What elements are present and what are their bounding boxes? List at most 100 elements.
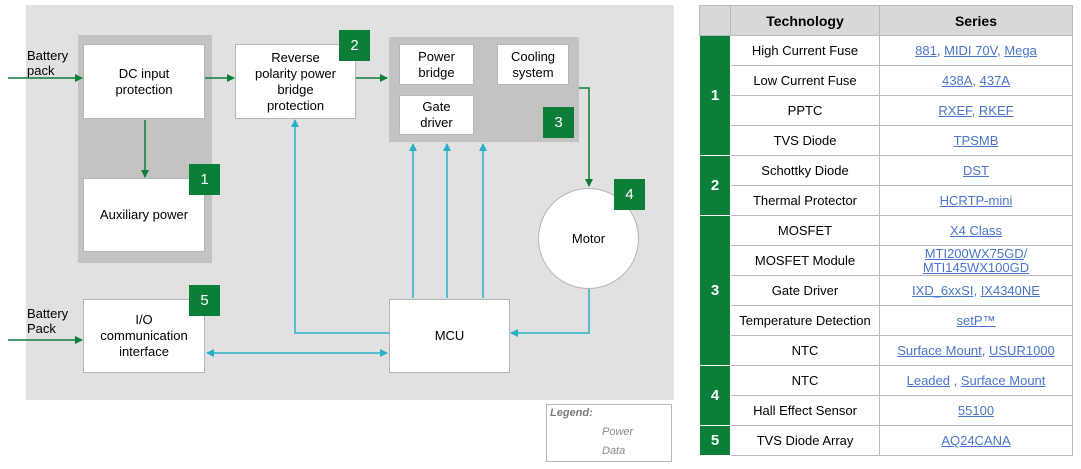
series-link[interactable]: AQ24CANA <box>941 433 1011 448</box>
group-number-cell: 4 <box>699 365 731 426</box>
technology-cell: Gate Driver <box>730 275 880 306</box>
table-header-row: Technology Series <box>699 5 1073 36</box>
badge-1: 1 <box>189 164 220 195</box>
series-separator: , <box>973 283 981 298</box>
table-row: Thermal Protector HCRTP-mini <box>700 185 1073 216</box>
series-separator: , <box>950 373 961 388</box>
technology-cell: High Current Fuse <box>730 35 880 66</box>
series-cell: HCRTP-mini <box>879 185 1073 216</box>
series-link[interactable]: USUR1000 <box>989 343 1055 358</box>
series-link[interactable]: RXEF <box>938 103 972 118</box>
battery-pack-label-1: Battery pack <box>27 48 69 78</box>
reverse-polarity-block: Reverse polarity power bridge protection <box>235 44 356 119</box>
badge-3: 3 <box>543 107 574 138</box>
series-separator: , <box>936 43 945 58</box>
technology-cell: NTC <box>730 365 880 396</box>
series-link[interactable]: TPSMB <box>953 133 999 148</box>
series-link[interactable]: setP™ <box>956 313 996 328</box>
dc-input-protection-block: DC input protection <box>83 44 205 119</box>
cooling-system-block: Cooling system <box>497 44 569 85</box>
technology-cell: TVS Diode Array <box>730 425 880 456</box>
series-link[interactable]: DST <box>963 163 989 178</box>
table-row: Temperature Detection setP™ <box>700 305 1073 336</box>
technology-cell: NTC <box>730 335 880 366</box>
series-link[interactable]: IXD_6xxSI <box>912 283 974 298</box>
series-cell: setP™ <box>879 305 1073 336</box>
data-arrow-motor-mcu <box>510 288 590 337</box>
technology-cell: Hall Effect Sensor <box>730 395 880 426</box>
series-separator: , <box>971 103 979 118</box>
series-link[interactable]: RKEF <box>978 103 1014 118</box>
data-arrow-mcu-reverse <box>291 119 389 334</box>
series-separator: , <box>981 343 989 358</box>
series-link[interactable]: Mega <box>1004 43 1037 58</box>
group-number-cell: 1 <box>699 35 731 156</box>
series-cell: 55100 <box>879 395 1073 426</box>
technology-cell: MOSFET <box>730 215 880 246</box>
io-communication-block: I/O communication interface <box>83 299 205 373</box>
series-cell: Leaded , Surface Mount <box>879 365 1073 396</box>
series-link[interactable]: 881 <box>915 43 937 58</box>
series-cell: Surface Mount, USUR1000 <box>879 335 1073 366</box>
series-link[interactable]: Surface Mount <box>897 343 982 358</box>
gate-driver-block: Gate driver <box>399 95 474 135</box>
technology-cell: Low Current Fuse <box>730 65 880 96</box>
series-cell: 881, MIDI 70V, Mega <box>879 35 1073 66</box>
badge-5: 5 <box>189 285 220 316</box>
table-row: Hall Effect Sensor 55100 <box>700 395 1073 426</box>
badge-2: 2 <box>339 30 370 61</box>
group-number-cell: 2 <box>699 155 731 216</box>
series-link[interactable]: 55100 <box>957 403 995 418</box>
series-separator: , <box>997 43 1005 58</box>
technology-cell: PPTC <box>730 95 880 126</box>
header-technology: Technology <box>730 5 880 36</box>
series-link[interactable]: Surface Mount <box>960 373 1046 388</box>
badge-4: 4 <box>614 179 645 210</box>
group-number-cell: 5 <box>699 425 731 456</box>
series-link[interactable]: 437A <box>979 73 1010 88</box>
legend: Legend: Power Data <box>546 404 672 462</box>
legend-power-label: Power <box>602 426 634 438</box>
power-bridge-block: Power bridge <box>399 44 474 85</box>
series-cell: DST <box>879 155 1073 186</box>
technology-cell: TVS Diode <box>730 125 880 156</box>
technology-cell: Schottky Diode <box>730 155 880 186</box>
series-cell: IXD_6xxSI, IX4340NE <box>879 275 1073 306</box>
series-link[interactable]: X4 Class <box>949 223 1003 238</box>
legend-title: Legend: <box>550 407 593 419</box>
technology-cell: Temperature Detection <box>730 305 880 336</box>
mcu-block: MCU <box>389 299 510 373</box>
legend-data-label: Data <box>602 445 626 457</box>
series-link[interactable]: IX4340NE <box>980 283 1040 298</box>
auxiliary-power-block: Auxiliary power <box>83 178 205 252</box>
battery-pack-label-2: Battery Pack <box>27 306 69 336</box>
series-separator: / <box>1023 245 1028 261</box>
series-cell: RXEF, RKEF <box>879 95 1073 126</box>
series-link[interactable]: MIDI 70V <box>944 43 998 58</box>
header-group <box>699 5 731 36</box>
technology-cell: Thermal Protector <box>730 185 880 216</box>
series-link[interactable]: MTI145WX100GD <box>922 259 1030 275</box>
series-link[interactable]: 438A <box>942 73 973 88</box>
series-cell: X4 Class <box>879 215 1073 246</box>
series-link[interactable]: Leaded <box>906 373 950 388</box>
table-row: TVS Diode TPSMB <box>700 125 1073 156</box>
header-series: Series <box>879 5 1073 36</box>
series-cell: TPSMB <box>879 125 1073 156</box>
series-link[interactable]: HCRTP-mini <box>939 193 1013 208</box>
power-arrow-bridge-motor <box>579 87 593 187</box>
series-cell: AQ24CANA <box>879 425 1073 456</box>
series-link[interactable]: MTI200WX75GD <box>924 245 1024 261</box>
